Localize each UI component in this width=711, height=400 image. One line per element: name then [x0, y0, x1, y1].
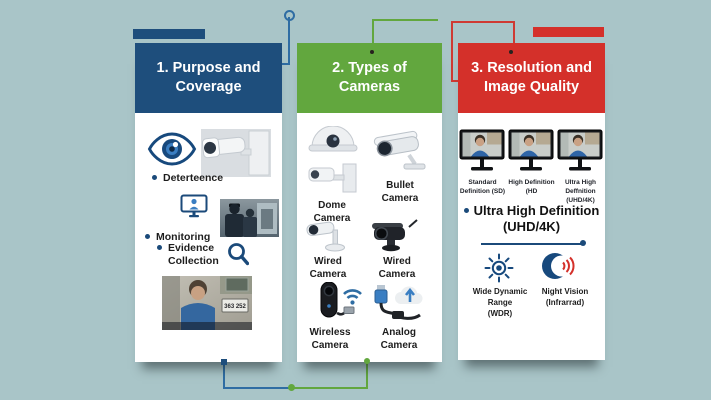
red-accent-bar	[533, 27, 604, 37]
list-item-deterrence: Deterteence	[152, 172, 223, 185]
bullet-dot	[463, 208, 469, 214]
monitor-uhd-image	[557, 129, 603, 177]
camera-label: Wired Camera	[378, 256, 416, 280]
uhd-highlight-subtitle: (UHD/4K)	[502, 219, 561, 235]
wired-camera-image	[372, 219, 418, 253]
panel-1-header: 1. Purpose and Coverage	[135, 43, 282, 113]
connector-line-blue-vertical	[223, 363, 225, 388]
resolution-monitors-row	[459, 129, 603, 177]
panel-2-header: 2. Types of Cameras	[297, 43, 442, 113]
feature-wdr: Wide Dynamic Range (WDR)	[466, 287, 534, 319]
monitor-with-user-icon	[180, 194, 208, 218]
magnifying-glass-icon	[227, 242, 249, 266]
panel-resolution-and-image-quality: 3. Resolution and Image Quality Standard…	[458, 43, 605, 360]
cctv-footage-photo: 363 252	[162, 276, 252, 330]
connector-endpoint-square	[221, 359, 227, 365]
license-plate-text: 363 252	[224, 304, 246, 310]
connector-line-green-vertical	[366, 362, 368, 388]
blue-accent-bar	[133, 29, 205, 39]
feature-sub: (Infrarrad)	[545, 297, 585, 307]
connector-endpoint-dot	[364, 358, 370, 364]
feature-night-vision: Night Vision (Infrarrad)	[536, 287, 594, 309]
camera-label: Dome Camera	[313, 200, 351, 224]
connector-midpoint-dot	[288, 384, 295, 391]
bullet-dot	[157, 245, 162, 250]
wdr-sun-icon	[484, 253, 514, 283]
list-item-label: Monitoring	[156, 231, 211, 243]
security-guards-photo	[220, 199, 279, 237]
bullet-dot	[145, 234, 150, 239]
feature-label: Night Vision	[541, 287, 589, 296]
list-item-evidence-collection: Evidence Collection	[157, 242, 223, 267]
dome-camera-image	[307, 126, 359, 200]
surveillance-camera-photo	[201, 129, 271, 177]
connector-endpoint-dot	[509, 50, 513, 54]
bullet-dot	[152, 175, 157, 180]
divider-line	[481, 243, 581, 245]
feature-sub: (WDR)	[487, 308, 513, 318]
feature-label: Wide Dynamic Range	[472, 287, 528, 307]
connector-line-green-horizontal	[372, 19, 438, 21]
night-vision-moon-icon	[542, 251, 576, 281]
connector-line-blue-horizontal	[223, 387, 292, 389]
monitor-label: High Definition (HD	[508, 179, 555, 195]
connector-line-blue-horizontal	[281, 63, 290, 65]
list-item-label: Deterteence	[163, 172, 224, 184]
bullet-camera-image	[371, 129, 429, 175]
connector-line-green-vertical	[372, 19, 374, 44]
panel-types-of-cameras: 2. Types of Cameras	[297, 43, 442, 362]
panel-3-header: 3. Resolution and Image Quality	[458, 43, 605, 113]
wired-camera-image	[305, 219, 351, 253]
connector-endpoint-dot	[370, 50, 374, 54]
panel-purpose-and-coverage: 1. Purpose and Coverage	[135, 43, 282, 362]
monitor-label: Standard Definition (SD)	[459, 179, 506, 195]
eye-icon	[147, 132, 197, 166]
analog-camera-image	[373, 285, 423, 326]
camera-label: Wired Camera	[309, 256, 347, 280]
divider-end-dot	[580, 240, 586, 246]
camera-label: Bullet Camera	[381, 180, 419, 204]
monitor-sd-image	[459, 129, 505, 177]
camera-label: Analog Camera	[380, 327, 418, 351]
monitor-labels-row: Standard Definition (SD) High Definition…	[458, 179, 605, 205]
connector-line-blue-vertical	[288, 17, 290, 65]
list-item-label: Evidence Collection	[168, 242, 219, 267]
uhd-highlight: Ultra High Definition (UHD/4K)	[458, 203, 605, 236]
list-item-monitoring: Monitoring	[145, 231, 210, 244]
monitor-label: Ultra High Deffnition (UHD/4K)	[564, 179, 597, 204]
uhd-highlight-title: Ultra High Definition	[473, 203, 600, 218]
monitor-hd-image	[508, 129, 554, 177]
camera-label: Wireless Camera	[309, 327, 351, 351]
connector-line-green-horizontal	[292, 387, 368, 389]
wireless-camera-image	[313, 282, 365, 327]
